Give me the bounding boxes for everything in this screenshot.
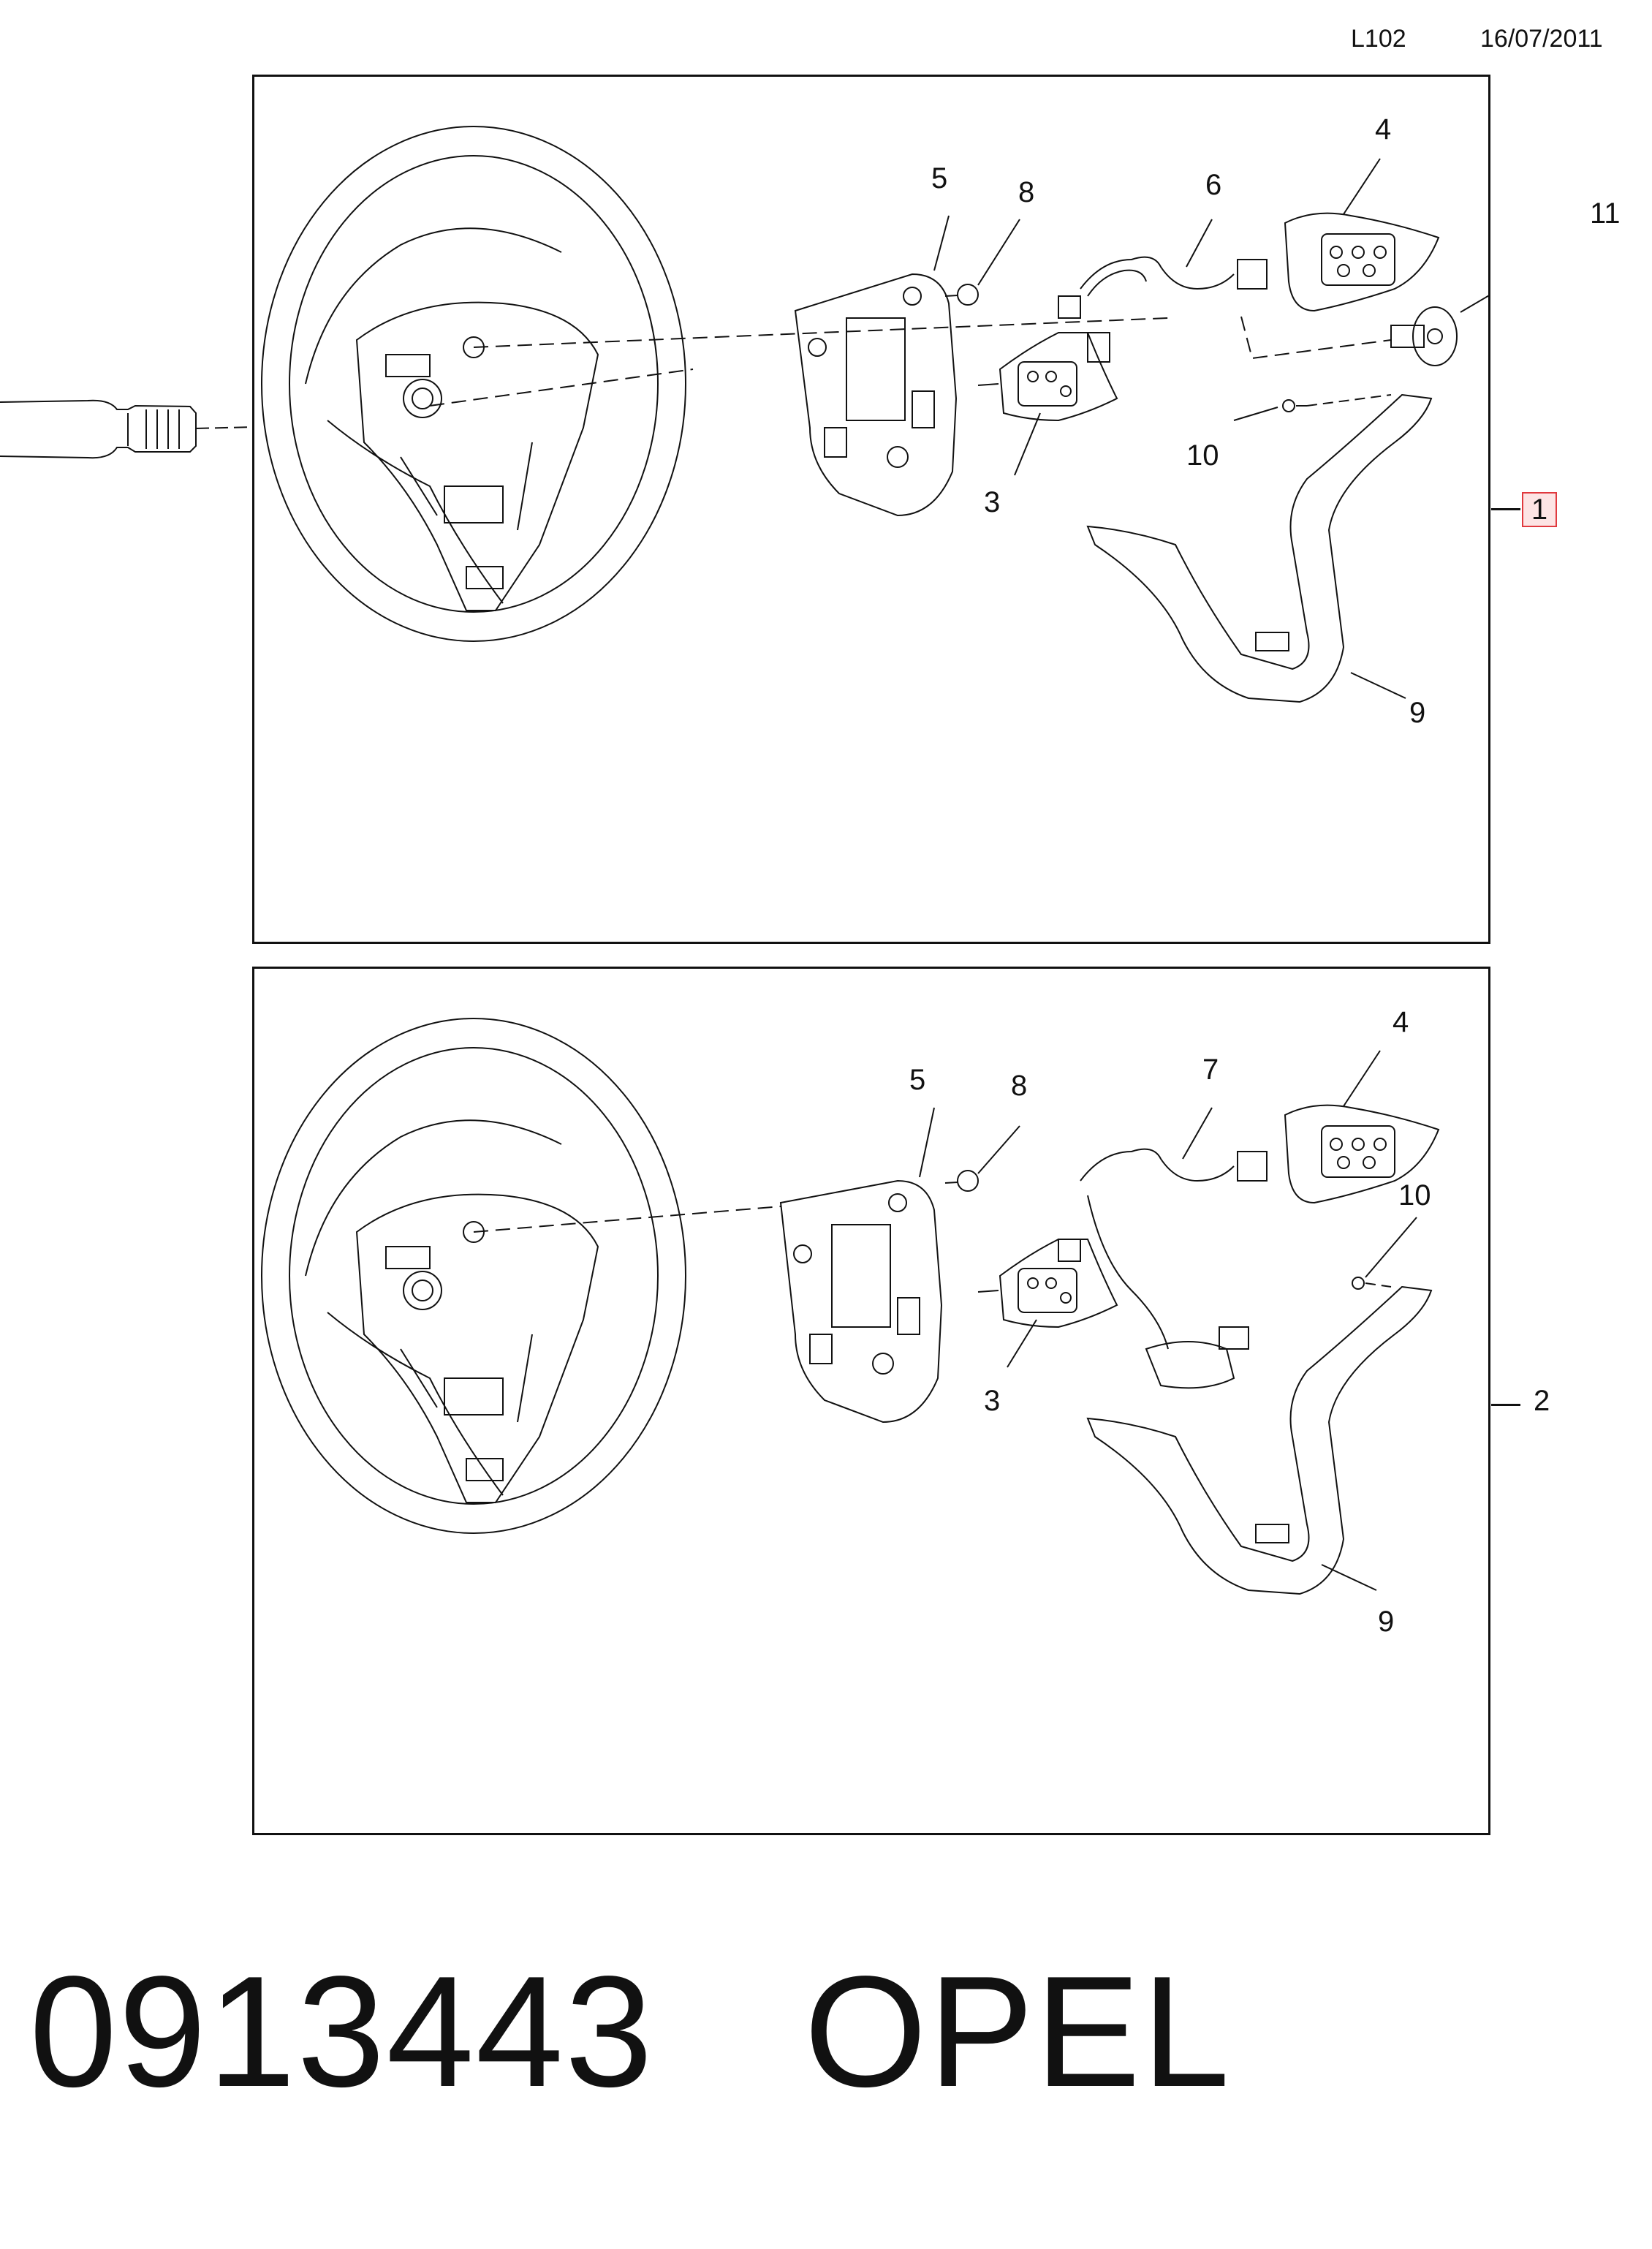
part-number: 0913443 [29,1943,654,2120]
assembly-1-leader [1491,508,1520,510]
part-4-control-switch [1285,1105,1439,1203]
leader-9 [1322,1565,1376,1590]
leader-6 [1186,219,1212,267]
callout-panel1-part-4: 4 [1375,113,1392,145]
part-9-trim-cover [1088,1287,1431,1594]
assembly-tag-1[interactable]: 1 [1522,492,1557,527]
leader-5 [920,1108,934,1177]
steering-wheel-exploded-view-1 [254,77,1488,942]
leader-3 [1007,1320,1037,1367]
part-10-screw [1352,1277,1391,1289]
assembly-tag-2[interactable]: 2 [1534,1385,1550,1417]
part-4-control-switch [1285,213,1439,311]
leader-10 [1365,1217,1417,1277]
part-8-screw [945,284,978,305]
brand-name: OPEL [804,1943,1232,2120]
callout-panel2-part-7: 7 [1202,1054,1219,1086]
callout-panel2-part-3: 3 [984,1385,1001,1417]
part-8-screw [945,1171,978,1191]
callout-panel2-part-8: 8 [1011,1070,1028,1102]
callout-panel2-part-10: 10 [1398,1179,1431,1212]
leader-4 [1344,159,1380,214]
steering-column-shaft [0,373,256,490]
leader-9 [1351,673,1406,698]
leader-8 [978,1126,1020,1173]
callout-panel1-part-6: 6 [1205,169,1222,201]
steering-wheel-hub [357,1195,598,1503]
leader-10 [1234,407,1278,420]
steering-wheel-exploded-view-2 [254,969,1488,1833]
leader-3 [1015,413,1040,475]
callout-panel2-part-4: 4 [1393,1006,1409,1038]
part-9-trim-cover [1088,395,1431,702]
leader-4 [1344,1051,1380,1106]
leader-11 [1460,252,1488,312]
callout-panel1-part-8: 8 [1018,176,1035,208]
callout-panel1-part-5: 5 [931,162,948,194]
steering-wheel-rim [262,126,686,641]
diagram-code: L102 [1351,25,1406,53]
part-3-control-switch [978,333,1117,420]
leader-5 [934,216,949,271]
assembly-panel-1 [252,75,1490,944]
callout-panel1-part-11: 11 [1590,197,1621,230]
assembly-panel-2 [252,967,1490,1835]
leader-8 [978,219,1020,285]
steering-wheel-rim [262,1018,686,1533]
part-6-wiring-harness [1058,257,1267,362]
callout-panel1-part-9: 9 [1409,697,1426,729]
assembly-2-leader [1491,1404,1520,1406]
diagram-date: 16/07/2011 [1480,25,1603,53]
part-7-wiring-harness [1058,1149,1267,1388]
callout-panel1-part-3: 3 [984,486,1001,518]
callout-panel2-part-5: 5 [909,1064,926,1096]
steering-wheel-hub [357,303,598,611]
callout-panel2-part-9: 9 [1378,1606,1395,1638]
callout-panel1-part-10: 10 [1186,439,1219,472]
part-5-bracket [781,1181,941,1422]
part-11-bolt [1391,307,1457,366]
part-5-bracket [795,274,956,515]
leader-7 [1183,1108,1212,1159]
part-3-control-switch [978,1239,1117,1327]
part-10-screw [1283,395,1391,412]
